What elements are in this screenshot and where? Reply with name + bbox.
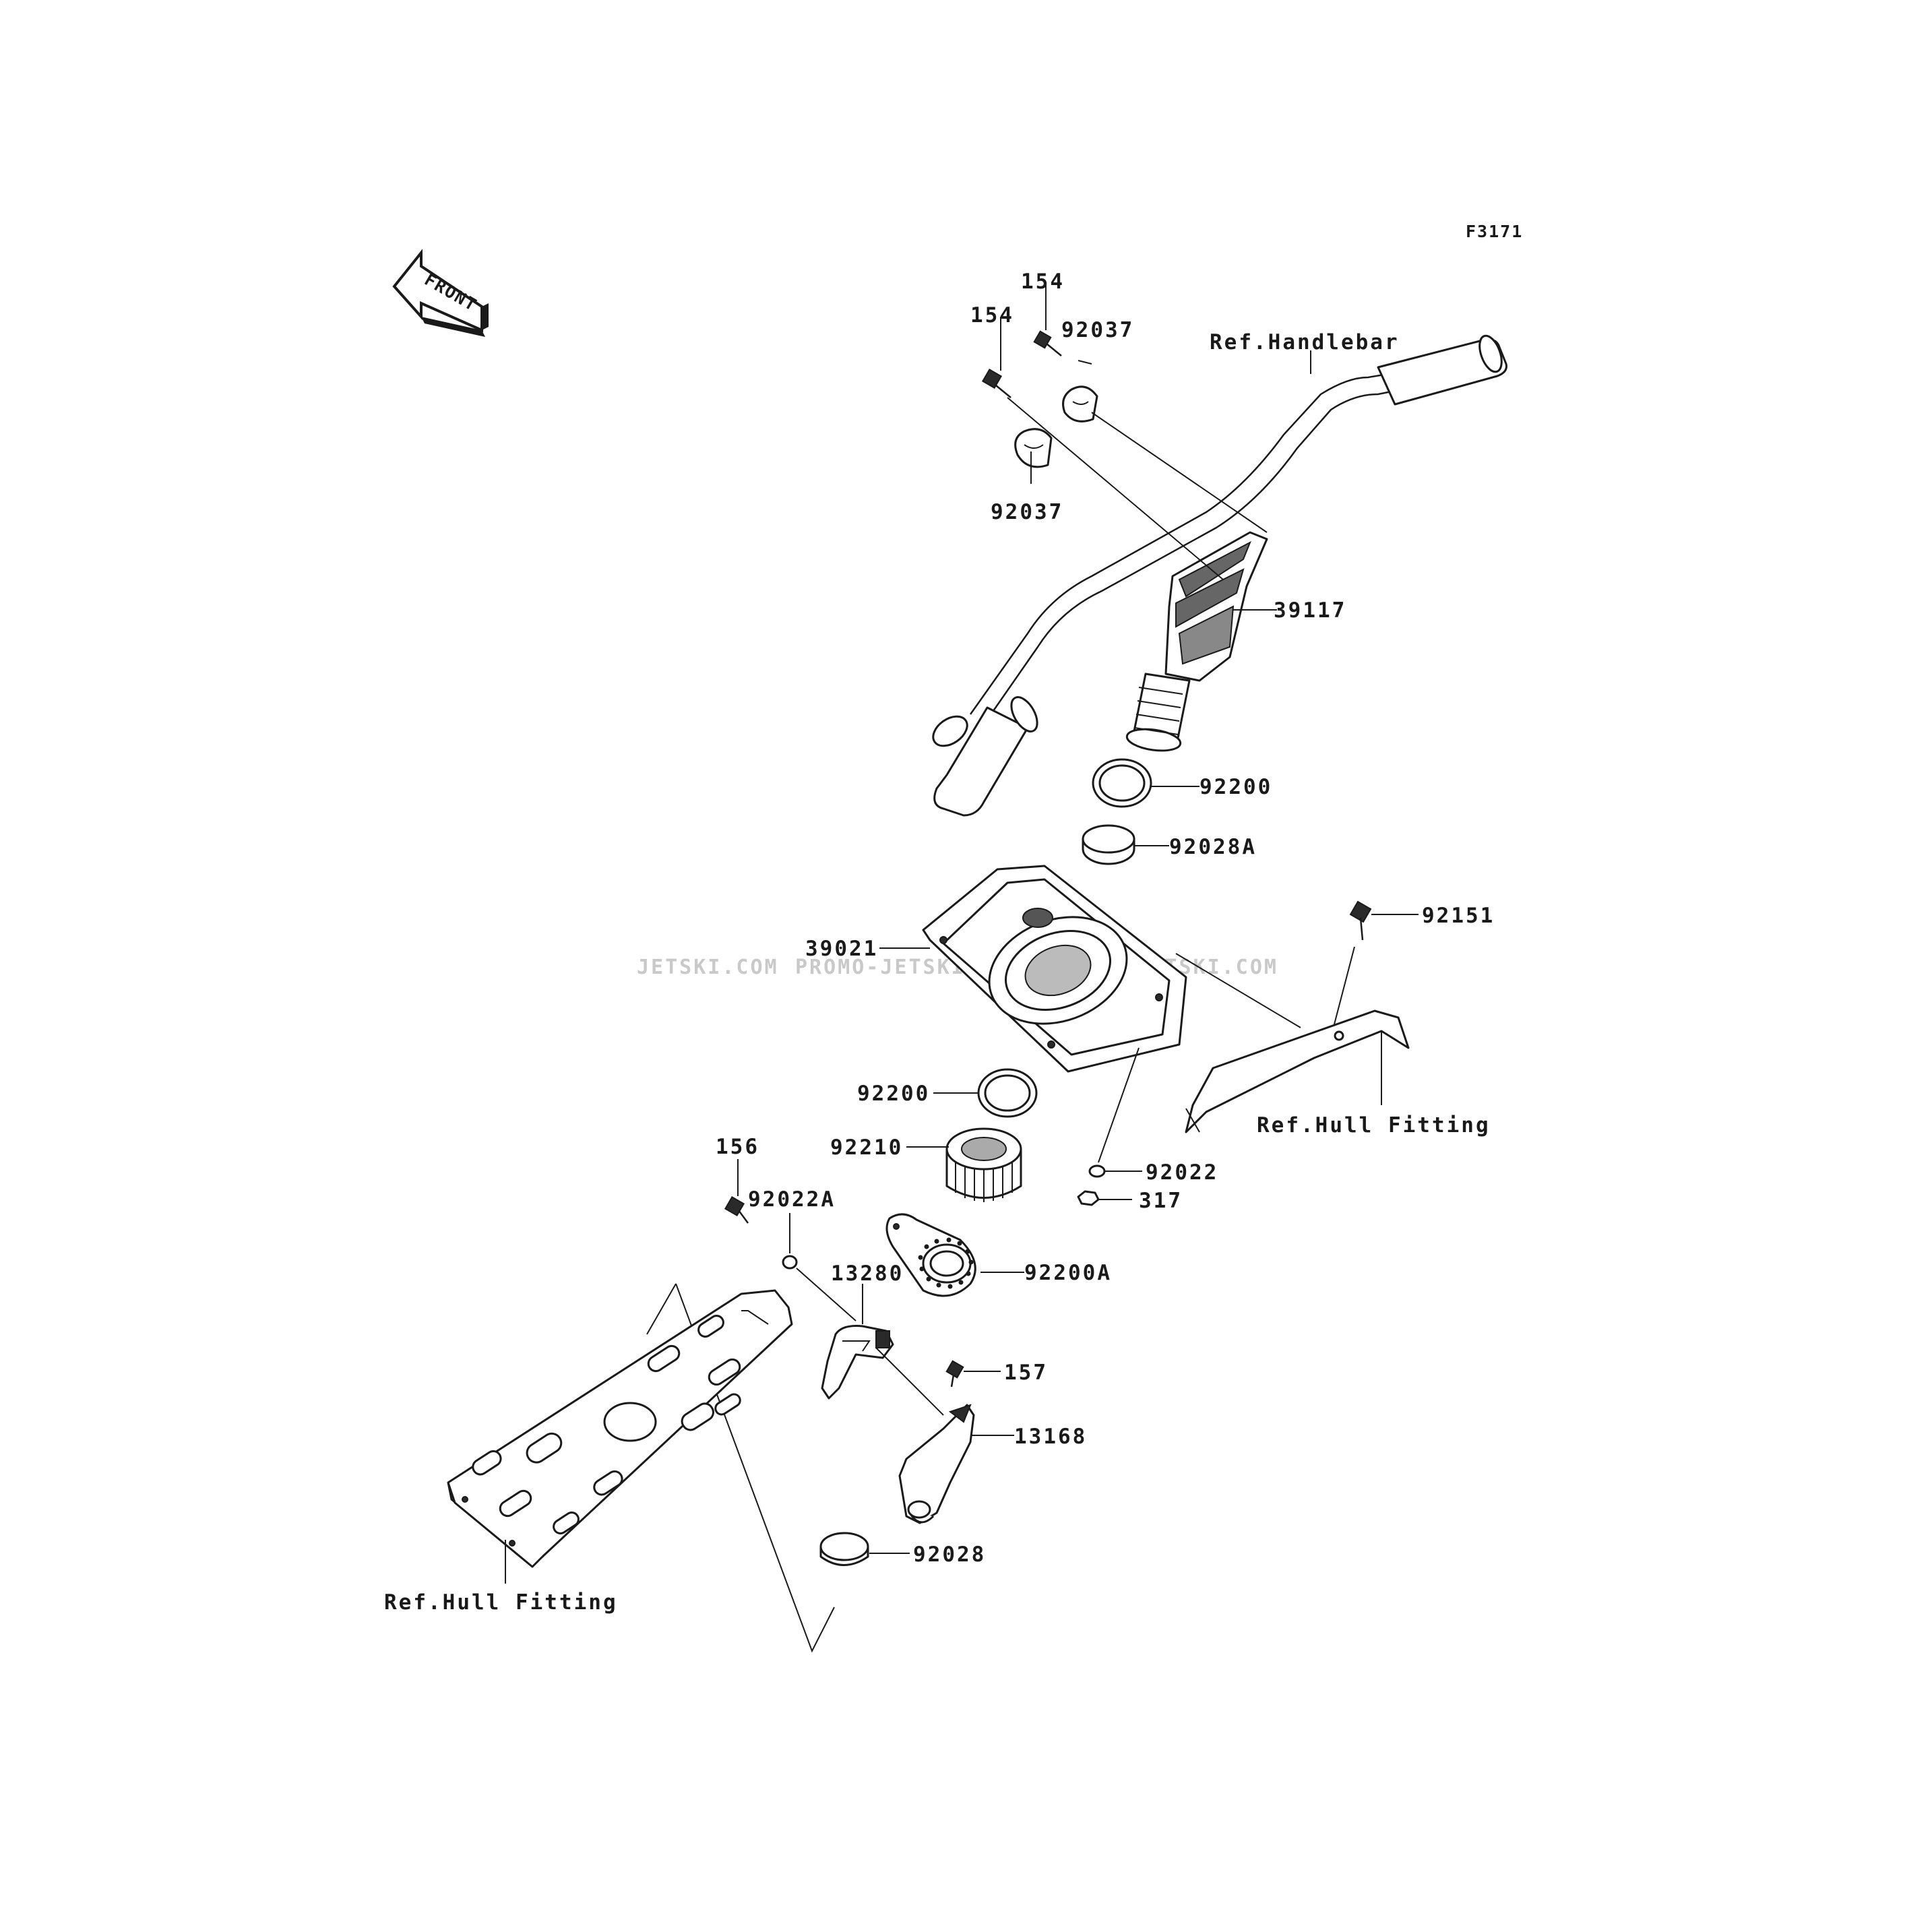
handlebar-drawing	[932, 334, 1507, 817]
bushing-92028-icon	[819, 1532, 869, 1566]
hull-fitting-left-drawing	[447, 1289, 793, 1568]
bolt-154-b-icon	[1033, 330, 1062, 356]
label-39117: 39117	[1274, 598, 1346, 623]
nut-92210-icon	[945, 1127, 1022, 1202]
washer-92022-icon	[1088, 1164, 1106, 1178]
label-92028: 92028	[913, 1543, 986, 1567]
diagram-code: F3171	[1466, 222, 1523, 241]
label-317: 317	[1139, 1189, 1183, 1213]
washer-92022A-icon	[782, 1255, 798, 1270]
bolt-157-icon	[945, 1360, 964, 1388]
label-92022A: 92022A	[748, 1187, 836, 1212]
label-13280: 13280	[831, 1261, 904, 1286]
steering-column-drawing	[1125, 531, 1268, 752]
plate-92200A-icon	[885, 1213, 976, 1297]
label-92151: 92151	[1422, 904, 1495, 928]
front-arrow-icon: FRONT	[392, 249, 489, 337]
lever-13280-drawing	[821, 1325, 894, 1400]
clamp-92037-a-icon	[1014, 428, 1053, 468]
label-39021: 39021	[805, 937, 878, 961]
label-92037-a: 92037	[991, 500, 1063, 524]
label-154-a: 154	[970, 303, 1014, 328]
steering-boot-39021-drawing	[922, 865, 1187, 1073]
nut-317-icon	[1077, 1190, 1100, 1206]
watermark-1: JETSKI.COM	[637, 956, 779, 979]
clamp-92037-b-icon	[1062, 385, 1098, 423]
seal-92200-top-icon	[1092, 758, 1152, 808]
label-157: 157	[1004, 1361, 1048, 1385]
bracket-13168-drawing	[898, 1404, 975, 1524]
label-92028A: 92028A	[1169, 835, 1257, 859]
bolt-156-icon	[724, 1195, 749, 1224]
label-92200-top: 92200	[1199, 775, 1272, 799]
label-92037-b: 92037	[1061, 318, 1134, 342]
label-154-b: 154	[1021, 270, 1065, 294]
bushing-92028A-icon	[1082, 824, 1135, 865]
label-92200A: 92200A	[1024, 1261, 1112, 1285]
ref-handlebar: Ref.Handlebar	[1210, 330, 1400, 354]
label-92022: 92022	[1146, 1160, 1218, 1185]
label-92200-lower: 92200	[857, 1082, 930, 1106]
seal-92200-lower-icon	[977, 1068, 1038, 1118]
label-156: 156	[716, 1135, 759, 1159]
ref-hull-fitting-left: Ref.Hull Fitting	[384, 1590, 618, 1615]
label-13168: 13168	[1014, 1425, 1087, 1449]
hull-fitting-right-drawing	[1185, 1009, 1410, 1133]
bolt-154-a-icon	[981, 368, 1011, 398]
ref-hull-fitting-right: Ref.Hull Fitting	[1257, 1113, 1491, 1138]
label-92210: 92210	[830, 1135, 903, 1160]
bolt-92151-icon	[1349, 900, 1372, 941]
